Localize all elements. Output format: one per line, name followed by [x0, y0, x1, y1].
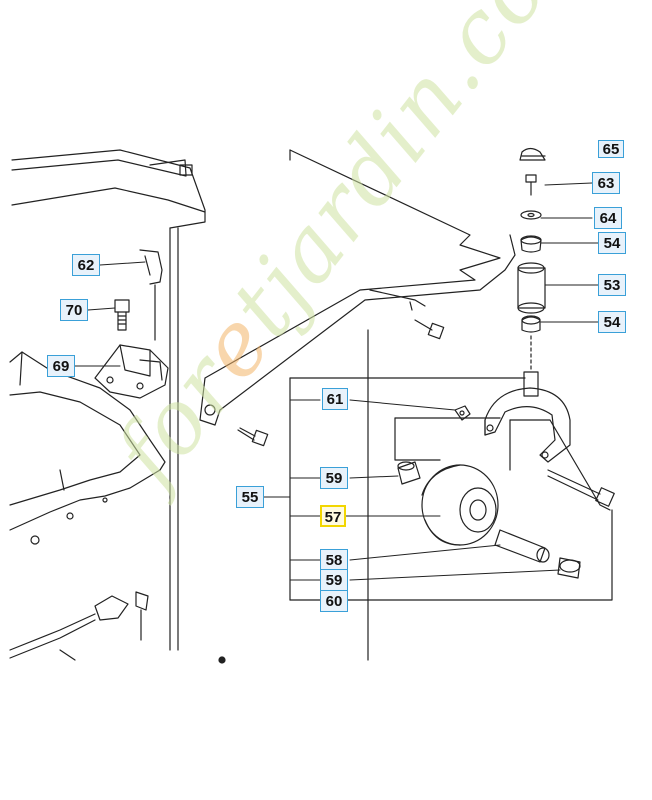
mount-69: [94, 344, 169, 399]
callout-62[interactable]: 62: [72, 254, 100, 276]
bushing-59-right: [557, 557, 581, 579]
callout-59-bottom[interactable]: 59: [320, 569, 348, 591]
bolt-70: [114, 299, 130, 331]
bushing-59: [397, 461, 421, 485]
callout-65[interactable]: 65: [598, 140, 624, 158]
callout-70[interactable]: 70: [60, 299, 88, 321]
cable-assembly: [9, 591, 149, 661]
axle-58: [494, 529, 550, 563]
callout-54-top[interactable]: 54: [598, 232, 626, 254]
nut-61: [454, 405, 471, 421]
left-bracket: [9, 351, 166, 545]
clip-62: [139, 249, 163, 341]
assembly-group-box: [289, 377, 613, 601]
chassis-frame: [11, 149, 206, 651]
callout-57[interactable]: 57: [320, 505, 346, 527]
leader-lines: [73, 182, 599, 581]
callout-55[interactable]: 55: [236, 486, 264, 508]
callout-53[interactable]: 53: [598, 274, 626, 296]
callout-59-top[interactable]: 59: [320, 467, 348, 489]
callout-61[interactable]: 61: [322, 388, 348, 410]
marker-dot: [218, 656, 226, 664]
callout-64[interactable]: 64: [594, 207, 622, 229]
main-plate: [199, 149, 516, 426]
callout-54-bottom[interactable]: 54: [598, 311, 626, 333]
spindle-stack: [517, 147, 546, 373]
bolt-on-plate: [414, 319, 445, 340]
caster-fork: [484, 371, 571, 463]
callout-63[interactable]: 63: [592, 172, 620, 194]
wheel-57: [421, 464, 499, 546]
callout-60[interactable]: 60: [320, 590, 348, 612]
callout-69[interactable]: 69: [47, 355, 75, 377]
bolt-60: [547, 469, 615, 507]
bolt-near-plate: [237, 427, 269, 447]
callout-58[interactable]: 58: [320, 549, 348, 571]
